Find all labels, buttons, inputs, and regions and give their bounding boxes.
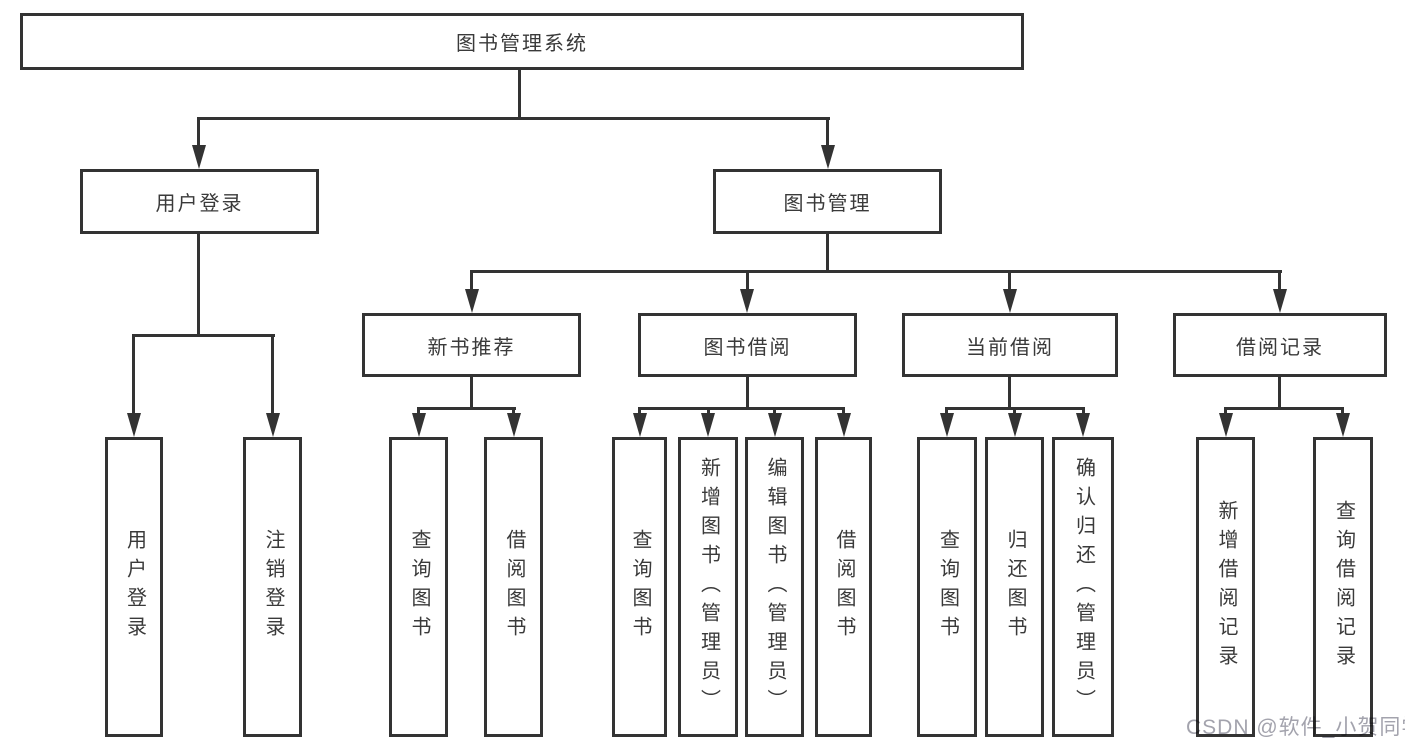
arrow-down-icon [1273, 289, 1287, 313]
connector [132, 334, 135, 418]
leaf-user-login: 用户登录 [105, 437, 163, 737]
leaf-query-books-recommend: 查询图书 [389, 437, 448, 737]
node-label: 查询图书 [629, 529, 651, 645]
leaf-query-books-current: 查询图书 [917, 437, 977, 737]
connector [746, 270, 749, 294]
connector [1008, 270, 1011, 294]
arrow-down-icon [1076, 413, 1090, 437]
connector [197, 117, 200, 151]
node-label: 新书推荐 [427, 336, 516, 359]
arrow-down-icon [821, 145, 835, 169]
arrow-down-icon [266, 413, 280, 437]
leaf-edit-books-admin: 编辑图书（管理员） [745, 437, 804, 737]
node-label: 用户登录 [123, 529, 146, 645]
arrow-down-icon [701, 413, 715, 437]
connector [197, 234, 200, 337]
connector [638, 407, 641, 418]
node-label: 新增借阅记录 [1215, 500, 1237, 674]
connector [1224, 407, 1227, 418]
node-user-login: 用户登录 [80, 169, 319, 234]
node-label: 归还图书 [1004, 529, 1026, 645]
arrow-down-icon [768, 413, 782, 437]
node-label: 图书管理系统 [456, 33, 588, 55]
arrow-down-icon [1219, 413, 1233, 437]
leaf-query-borrow-record: 查询借阅记录 [1313, 437, 1373, 737]
connector [271, 334, 274, 418]
connector [773, 407, 776, 418]
leaf-logout: 注销登录 [243, 437, 302, 737]
connector [518, 70, 521, 118]
node-book-borrowing: 图书借阅 [638, 313, 857, 377]
connector [132, 334, 275, 337]
csdn-watermark: CSDN @软件_小贺同学 [1186, 716, 1405, 739]
node-current-borrowing: 当前借阅 [902, 313, 1118, 377]
node-label: 借阅记录 [1236, 336, 1324, 359]
connector [1008, 377, 1011, 410]
arrow-down-icon [633, 413, 647, 437]
connector [1082, 407, 1085, 418]
arrow-down-icon [940, 413, 954, 437]
node-book-management: 图书管理 [713, 169, 942, 234]
arrow-down-icon [465, 289, 479, 313]
connector [945, 407, 948, 418]
connector [707, 407, 710, 418]
node-new-book-recommend: 新书推荐 [362, 313, 581, 377]
leaf-add-books-admin: 新增图书（管理员） [678, 437, 738, 737]
leaf-borrow-books-recommend: 借阅图书 [484, 437, 543, 737]
arrow-down-icon [412, 413, 426, 437]
node-label: 借阅图书 [833, 529, 855, 645]
node-label: 借阅图书 [503, 529, 525, 645]
connector [1224, 407, 1344, 410]
leaf-query-books-borrow: 查询图书 [612, 437, 667, 737]
node-label: 新增图书（管理员） [697, 456, 720, 718]
node-label: 编辑图书（管理员） [764, 456, 786, 718]
connector [417, 407, 420, 418]
node-label: 当前借阅 [966, 336, 1054, 359]
arrow-down-icon [740, 289, 754, 313]
leaf-add-borrow-record: 新增借阅记录 [1196, 437, 1255, 737]
arrow-down-icon [1003, 289, 1017, 313]
connector [417, 407, 516, 410]
arrow-down-icon [507, 413, 521, 437]
node-label: 查询图书 [936, 529, 959, 645]
connector [842, 407, 845, 418]
connector [826, 234, 829, 273]
node-label: 用户登录 [155, 193, 244, 215]
connector [638, 407, 845, 410]
connector [512, 407, 515, 418]
node-borrowing-records: 借阅记录 [1173, 313, 1387, 377]
node-label: 确认归还（管理员） [1072, 456, 1095, 718]
connector [470, 377, 473, 410]
leaf-borrow-books: 借阅图书 [815, 437, 872, 737]
connector [746, 377, 749, 410]
leaf-return-books: 归还图书 [985, 437, 1044, 737]
node-library-management-system: 图书管理系统 [20, 13, 1024, 70]
arrow-down-icon [837, 413, 851, 437]
connector [1013, 407, 1016, 418]
connector [1278, 377, 1281, 410]
connector [1341, 407, 1344, 418]
arrow-down-icon [1336, 413, 1350, 437]
connector [470, 270, 473, 294]
connector [197, 117, 830, 120]
arrow-down-icon [127, 413, 141, 437]
node-label: 图书借阅 [703, 336, 792, 359]
arrow-down-icon [192, 145, 206, 169]
connector [1278, 270, 1281, 294]
node-label: 查询图书 [408, 529, 430, 645]
node-label: 注销登录 [262, 529, 284, 645]
node-label: 查询借阅记录 [1332, 500, 1355, 674]
leaf-confirm-return-admin: 确认归还（管理员） [1052, 437, 1114, 737]
arrow-down-icon [1008, 413, 1022, 437]
node-label: 图书管理 [783, 193, 872, 215]
connector [826, 117, 829, 151]
connector [470, 270, 1282, 273]
